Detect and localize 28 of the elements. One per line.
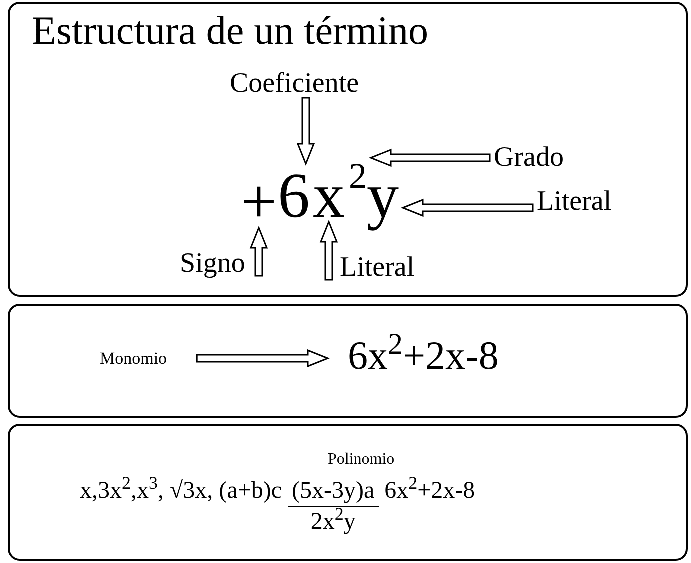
math-expression: (5x-3y)a — [288, 476, 379, 507]
math-expression: x,3x$^{2}$,x$^{3}$, — [80, 476, 164, 506]
term-label: Literal — [537, 188, 612, 216]
arrow — [400, 198, 534, 218]
math-expression: 2x$^{2}$y — [310, 507, 356, 537]
arrow — [296, 97, 316, 166]
math-expression: √3x, — [170, 477, 214, 506]
math-expression: 6x$^{2}$+2x-8 — [384, 476, 476, 506]
variable-letter: x — [313, 164, 345, 228]
panel-box — [8, 2, 688, 297]
term-label: Monomio — [100, 350, 168, 367]
exponent-digit: 2 — [349, 158, 367, 194]
sign-symbol: + — [241, 170, 278, 234]
panel-box — [8, 424, 688, 561]
panel-box — [8, 304, 688, 418]
arrow — [368, 148, 491, 168]
term-label: Coeficiente — [230, 70, 360, 98]
polynomial-expression: 6x$^{2}$+2x-8 — [348, 336, 499, 376]
term-label: Literal — [340, 254, 415, 282]
arrow — [320, 220, 338, 281]
term-label: Signo — [180, 250, 246, 278]
coefficient-digit: 6 — [278, 164, 310, 228]
panel-title: Estructura de un término — [32, 7, 429, 55]
panel-heading: Polinomio — [328, 450, 395, 470]
arrow — [250, 226, 268, 277]
math-expression: (a+b)c — [219, 477, 282, 506]
term-label: Grado — [494, 144, 564, 172]
arrow — [196, 349, 330, 368]
